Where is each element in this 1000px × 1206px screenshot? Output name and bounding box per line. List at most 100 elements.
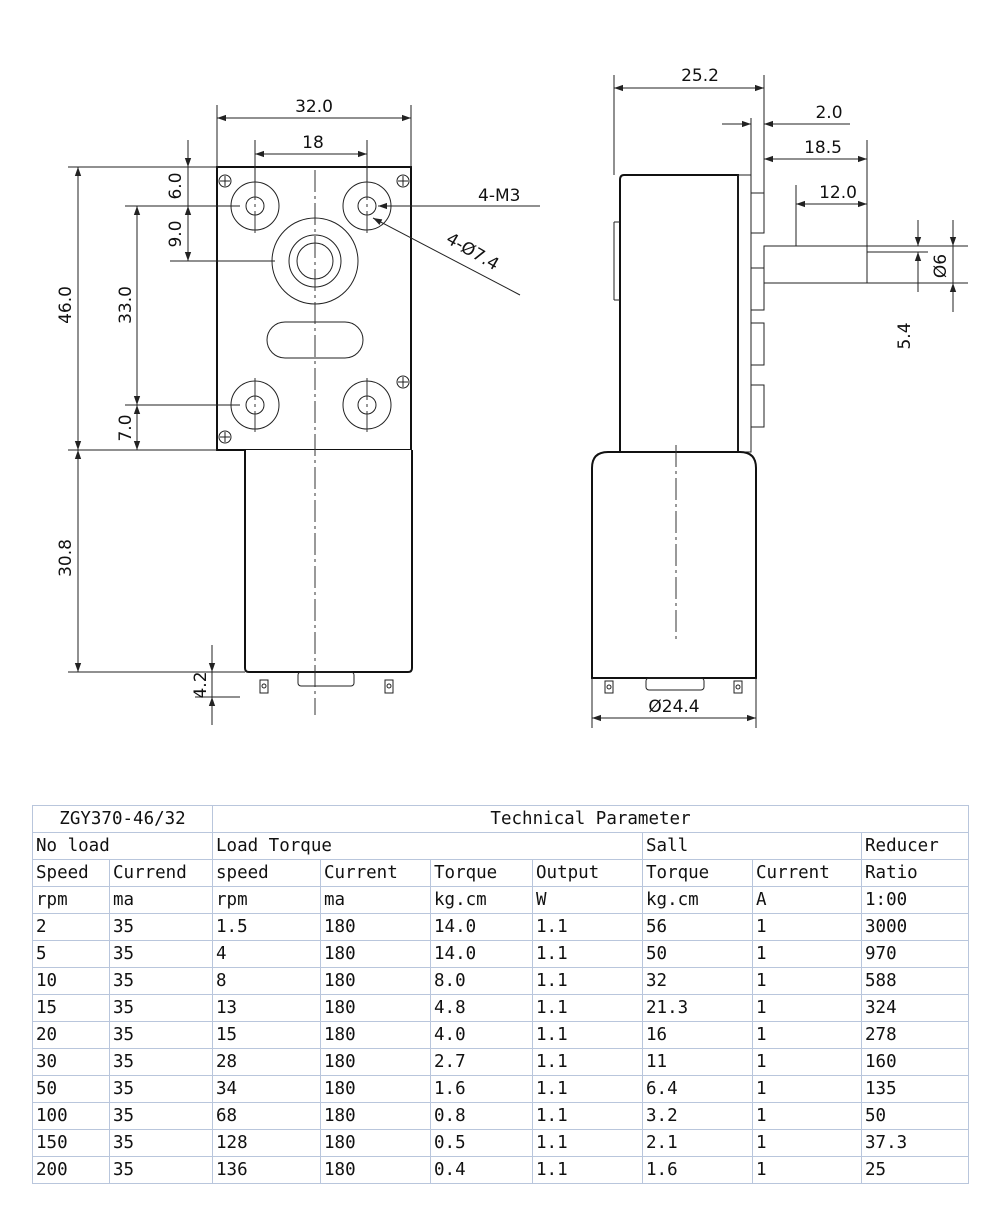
table-cell: 8 [212,967,321,995]
table-cell: 2 [32,913,110,941]
front-view: 32.0 18 46.0 30.8 33.0 7.0 6.0 9.0 4.2 4… [56,97,540,725]
table-cell: 1:00 [860,886,970,914]
table-cell: 50 [642,940,753,968]
table-cell: 8.0 [430,967,533,995]
table-cell: ma [109,886,213,914]
table-cell: 1.1 [532,967,643,995]
table-cell: 4.8 [430,994,533,1022]
table-cell: 16 [642,1021,753,1049]
thread-callout: 4-M3 [478,186,520,206]
boss-callout: 4-Ø7.4 [443,229,503,275]
side-flange [737,174,752,453]
table-cell: 3000 [860,913,970,941]
table-cell: 10 [32,967,110,995]
table-cell: 1.1 [532,1102,643,1130]
table-cell: 0.8 [430,1102,533,1130]
table-cell: 1 [752,1021,862,1049]
table-cell: 1.1 [532,1156,643,1184]
table-cell: 0.5 [430,1129,533,1157]
table-cell: 35 [109,1021,213,1049]
table-cell: 1.1 [532,1129,643,1157]
table-cell: 1.1 [532,1075,643,1103]
dim-shaft-flat-length: 12.0 [819,183,857,203]
table-cell: 2.7 [430,1048,533,1076]
table-cell: A [752,886,862,914]
table-cell: 160 [860,1048,970,1076]
dim-bottom-offset: 7.0 [116,414,136,441]
table-cell: 278 [860,1021,970,1049]
dim-shaft-length: 18.5 [804,138,842,158]
dim-motor-diameter: Ø24.4 [648,697,699,717]
gearbox-side-outline [619,174,739,453]
table-cell: 35 [109,1075,213,1103]
table-body: ZGY370-46/32 Technical Parameter No load… [32,805,970,1184]
table-cell: kg.cm [430,886,533,914]
table-cell: 1 [752,1075,862,1103]
table-cell: Torque [642,859,753,887]
table-cell: 13 [212,994,321,1022]
technical-drawing: 32.0 18 46.0 30.8 33.0 7.0 6.0 9.0 4.2 4… [56,66,968,728]
table-cell: Currend [109,859,213,887]
table-cell: 128 [212,1129,321,1157]
table-cell: 1.5 [212,913,321,941]
dim-hole-spacing-x: 18 [302,133,324,153]
table-cell: 14.0 [430,940,533,968]
table-group-row: No load Load Torque Sall Reducer [32,832,970,860]
table-cell: Speed [32,859,110,887]
table-cell: 56 [642,913,753,941]
motor-front-outline [244,450,413,673]
table-cell: 2.1 [642,1129,753,1157]
table-cell: 35 [109,1048,213,1076]
table-cell: 1 [752,940,862,968]
table-cell: 35 [109,940,213,968]
table-cell: rpm [32,886,110,914]
motor-side-outline [591,451,757,679]
corner-screws [218,174,410,444]
table-cell: 1.6 [642,1156,753,1184]
dim-top-offset: 6.0 [166,172,186,199]
table-cell: 180 [320,913,431,941]
table-cell: 28 [212,1048,321,1076]
table-cell: W [532,886,643,914]
table-cell: 50 [860,1102,970,1130]
dim-shaft-diameter: Ø6 [931,254,951,278]
table-cell: rpm [212,886,321,914]
dim-total-depth: 25.2 [681,66,719,86]
group-no-load: No load [32,832,213,860]
table-cell: 180 [320,967,431,995]
table-cell: 150 [32,1129,110,1157]
table-cell: 25 [860,1156,970,1184]
side-shaft [763,245,868,284]
table-cell: 1.1 [532,1048,643,1076]
table-cell: 4.0 [430,1021,533,1049]
table-cell: ma [320,886,431,914]
table-cell: 1 [752,994,862,1022]
table-cell: 180 [320,1021,431,1049]
table-cell: speed [212,859,321,887]
table-cell: 32 [642,967,753,995]
table-cell: Ratio [860,859,970,887]
table-cell: 21.3 [642,994,753,1022]
table-cell: kg.cm [642,886,753,914]
dim-flange-thickness: 2.0 [815,103,842,123]
table-cell: 5 [32,940,110,968]
table-cell: 135 [860,1075,970,1103]
table-cell: 200 [32,1156,110,1184]
group-load-torque: Load Torque [212,832,643,860]
table-cell: 1.6 [430,1075,533,1103]
table-cell: Current [752,859,862,887]
side-dimension-lines [592,84,957,722]
table-cell: 180 [320,1075,431,1103]
table-cell: 35 [109,1129,213,1157]
front-extension-lines [68,105,412,698]
table-cell: 1 [752,1102,862,1130]
table-cell: Torque [430,859,533,887]
dim-height: 46.0 [56,286,76,324]
table-cell: Output [532,859,643,887]
technical-parameter-table: ZGY370-46/32 Technical Parameter No load… [32,805,970,1184]
